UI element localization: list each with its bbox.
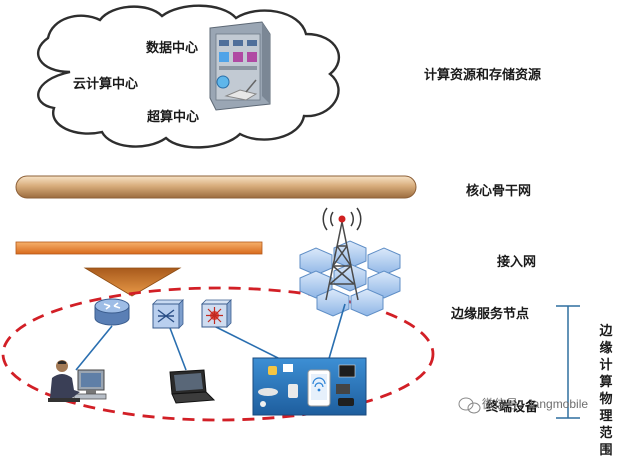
- firewall-icon: [201, 299, 232, 328]
- down-arrow: [83, 267, 182, 297]
- range-bracket: [556, 305, 580, 419]
- edge-range-label: 边缘计算物理范围: [599, 323, 613, 457]
- wechat-watermark-icon: [458, 397, 481, 414]
- diagram-canvas: [1, 4, 580, 422]
- switch-icon: [152, 299, 184, 329]
- layer-label-compute-storage: 计算资源和存储资源: [424, 67, 542, 82]
- layer-label-edge-node: 边缘服务节点: [451, 306, 530, 321]
- iot-devices-panel-icon: [252, 357, 367, 416]
- edge-computing-diagram: 数据中心 云计算中心 超算中心 计算资源和存储资源 核心骨干网 接入网 边缘服务…: [1, 4, 613, 457]
- layer-label-terminal: 终端设备: [486, 399, 539, 414]
- cloud-item-cloud-computing-center: 云计算中心: [73, 76, 139, 91]
- cloud-item-data-center: 数据中心: [146, 40, 199, 55]
- laptop-icon: [169, 369, 216, 404]
- edge-range-ellipse: [1, 286, 435, 422]
- watermark-text: 微信号：langmobile: [482, 397, 589, 411]
- cell-tower-icon: [299, 207, 401, 317]
- backbone-bar: [15, 175, 417, 199]
- user-at-computer-icon: [48, 360, 107, 402]
- connection-lines: [75, 303, 346, 371]
- layer-label-access: 接入网: [497, 254, 537, 269]
- data-center-server-icon: [209, 21, 271, 111]
- layer-label-backbone: 核心骨干网: [466, 183, 532, 198]
- access-bar: [15, 241, 263, 255]
- router-icon: [94, 298, 130, 326]
- cloud-item-supercomputing-center: 超算中心: [147, 109, 200, 124]
